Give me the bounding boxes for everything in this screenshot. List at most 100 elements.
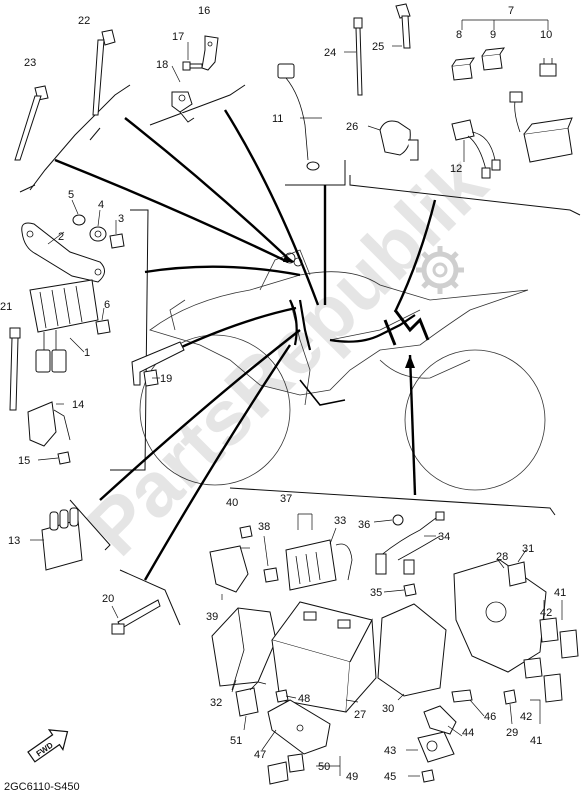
callout-22: 22 [78, 15, 90, 27]
callout-43: 43 [384, 745, 396, 757]
callout-28: 28 [496, 551, 508, 563]
callout-26: 26 [346, 121, 358, 133]
part-fuse-8 [451, 57, 476, 81]
callout-6: 6 [104, 299, 110, 311]
callout-35: 35 [370, 587, 382, 599]
motorcycle-outline [139, 249, 546, 491]
callout-labels: 1 2 3 4 5 6 7 8 9 10 11 12 13 14 15 16 1… [0, 5, 566, 783]
callout-34: 34 [438, 531, 450, 543]
part-harness-33 [285, 539, 353, 591]
callout-50: 50 [318, 761, 330, 773]
part-bolt-15 [57, 451, 71, 465]
callout-31: 31 [522, 543, 534, 555]
callout-17: 17 [172, 31, 184, 43]
callout-14: 14 [72, 399, 84, 411]
callout-29: 29 [506, 727, 518, 739]
part-strap-20 [111, 599, 161, 635]
pointer-lines [54, 109, 437, 581]
part-strap-24 [353, 17, 363, 96]
part-fuse-box-7 [509, 91, 573, 163]
watermark: PartsRepublik [70, 138, 504, 572]
part-bolt-35 [403, 583, 417, 597]
callout-49: 49 [346, 771, 358, 783]
callout-2: 2 [58, 231, 64, 243]
callout-47: 47 [254, 749, 266, 761]
callout-13: 13 [8, 535, 20, 547]
svg-text:PartsRepublik: PartsRepublik [70, 138, 504, 572]
callout-8: 8 [456, 29, 462, 41]
callout-24: 24 [324, 47, 336, 59]
fwd-arrow-icon: FWD [27, 729, 69, 763]
part-bolt-40 [239, 525, 253, 539]
part-cable-34 [375, 511, 445, 575]
callout-15: 15 [18, 455, 30, 467]
part-strap-23 [14, 85, 49, 161]
diagram-code: 2GC6110-S450 [4, 781, 80, 793]
callout-41b: 41 [530, 735, 542, 747]
part-relay-12 [451, 119, 501, 179]
callout-20: 20 [102, 593, 114, 605]
callout-leaders [30, 19, 563, 777]
callout-1: 1 [84, 347, 90, 359]
callout-32: 32 [210, 697, 222, 709]
part-relay-51 [235, 681, 267, 717]
callout-4: 4 [98, 199, 104, 211]
part-bracket-44 [423, 705, 457, 735]
part-strap-21 [9, 327, 21, 411]
callout-11: 11 [272, 113, 283, 125]
part-fuse-10 [539, 58, 557, 77]
part-relay-43 [417, 731, 455, 763]
callout-48: 48 [298, 693, 310, 705]
callout-46: 46 [484, 711, 496, 723]
part-cover-32 [211, 607, 277, 691]
callout-41: 41 [554, 587, 566, 599]
callout-7: 7 [508, 5, 514, 17]
part-clamp-18 [171, 91, 195, 123]
part-bracket-28-31 [453, 559, 547, 673]
part-strap-25 [395, 3, 411, 49]
part-damper-4 [89, 226, 107, 242]
part-clip-38 [263, 567, 279, 583]
part-bolt-36 [392, 514, 404, 526]
part-rectifier-1 [29, 279, 99, 373]
part-bolt-6 [95, 319, 111, 335]
callout-36: 36 [358, 519, 370, 531]
part-cap-46 [451, 689, 473, 703]
callout-42b: 42 [520, 711, 532, 723]
callout-38: 38 [258, 521, 270, 533]
part-bolt-48 [275, 689, 289, 703]
part-relay-26 [379, 120, 419, 161]
part-bracket-47 [267, 699, 331, 755]
part-bolt-17 [182, 61, 203, 71]
callout-16: 16 [198, 5, 210, 17]
callout-42: 42 [540, 607, 552, 619]
callout-51: 51 [230, 735, 242, 747]
part-bolt-3 [109, 233, 125, 249]
part-strap-22 [92, 29, 116, 116]
callout-44: 44 [462, 727, 474, 739]
callout-27: 27 [354, 709, 366, 721]
callout-45: 45 [384, 771, 396, 783]
callout-40: 40 [226, 497, 238, 509]
part-fuse-9 [481, 47, 506, 71]
part-connector-13 [41, 507, 83, 571]
part-bracket-14 [27, 401, 71, 447]
gear-icon [416, 246, 464, 294]
callout-25: 25 [372, 41, 384, 53]
part-battery-27 [271, 601, 377, 713]
callout-21: 21 [0, 301, 12, 313]
callout-30: 30 [382, 703, 394, 715]
callout-37: 37 [280, 493, 292, 505]
callout-33: 33 [334, 515, 346, 527]
callout-18: 18 [156, 59, 168, 71]
callout-12: 12 [450, 163, 462, 175]
part-pad-30 [377, 603, 447, 697]
part-connector-50 [267, 753, 305, 785]
callout-39: 39 [206, 611, 218, 623]
part-bracket-19 [131, 341, 185, 387]
callout-5: 5 [68, 189, 74, 201]
part-bolt-45 [421, 769, 435, 783]
callout-23: 23 [24, 57, 36, 69]
part-bolt-29 [503, 689, 517, 705]
